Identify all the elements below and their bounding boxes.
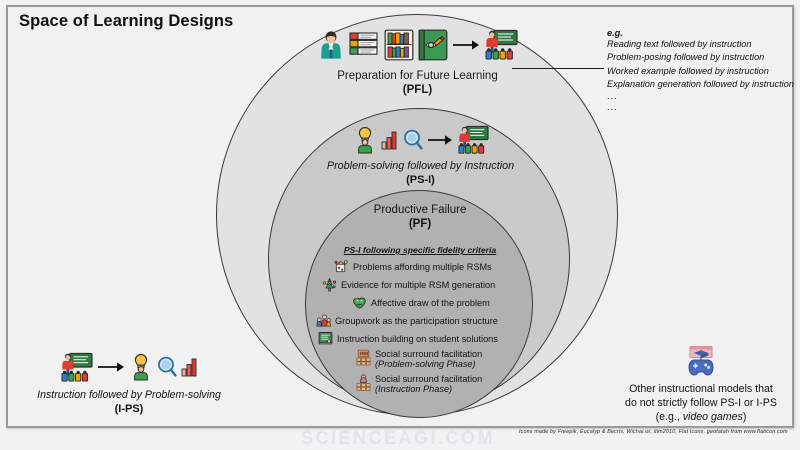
pf-abbr: (PF): [408, 217, 432, 230]
list-item: Evidence for multiple RSM generation: [316, 277, 531, 292]
example-line: Worked example followed by instruction: [607, 65, 769, 76]
student-icon: [318, 30, 344, 64]
list-item-label: Social surround facilitation (Instructio…: [375, 374, 482, 395]
example-line: Reading text followed by instruction: [607, 39, 752, 49]
other-line3-suffix: ): [742, 411, 747, 424]
list-item: Affective draw of the problem: [316, 295, 531, 310]
list-item-subtitle: (Instruction Phase): [375, 384, 453, 395]
list-item-title: Social surround facilitation: [375, 374, 483, 384]
attribution-text: Icons made by Freepik, Eucalyp & Becris,…: [519, 429, 788, 435]
books-stack-icon: [348, 30, 380, 64]
pfl-label: Preparation for Future Learning: [337, 70, 498, 82]
other-models-line3: (e.g., video games): [606, 410, 796, 424]
list-item: Social surround facilitation (Problem-so…: [316, 349, 531, 370]
psi-abbr: (PS-I): [406, 174, 435, 187]
other-models-line1: Other instructional models that: [629, 383, 773, 395]
arrow-right-icon: [97, 360, 125, 378]
list-item: Social surround facilitation (Instructio…: [316, 374, 531, 395]
other-models-text: Other instructional models that do not s…: [606, 382, 796, 424]
list-item-label: Instruction building on student solution…: [337, 333, 498, 344]
magnifier-icon: [157, 356, 177, 382]
criteria-heading: PS-I following specific fidelity criteri…: [343, 245, 497, 255]
bookshelf-icon: [384, 29, 414, 65]
ips-label: Instruction followed by Problem-solving …: [24, 389, 234, 417]
list-item-label: Evidence for multiple RSM generation: [341, 279, 496, 290]
other-line3-italic: video games: [682, 411, 743, 424]
leader-line: [512, 68, 604, 69]
example-line: Explanation generation followed by instr…: [607, 79, 794, 90]
other-models-group: Other instructional models that do not s…: [606, 346, 796, 424]
bar-chart-icon: [181, 357, 199, 381]
pfl-group: Preparation for Future Learning (PFL): [290, 28, 545, 96]
list-item-label: Affective draw of the problem: [371, 297, 490, 308]
reading-book-icon: [418, 29, 448, 65]
watermark: SCIENCEAGI.COM: [300, 428, 495, 448]
magnifier-icon: [403, 129, 423, 155]
chalkboard-icon: [318, 331, 333, 346]
other-models-line2: do not strictly follow PS-I or I-PS: [625, 397, 777, 410]
idea-tree-icon: [322, 277, 337, 292]
criteria-list: Problems affording multiple RSMs Evidenc…: [316, 259, 531, 399]
pf-label: Productive Failure: [373, 204, 467, 216]
example-line: Problem-posing followed by instruction: [607, 52, 765, 63]
other-line3-prefix: (e.g.,: [655, 411, 683, 424]
list-item-title: Social surround facilitation: [375, 349, 483, 359]
page-title: Space of Learning Designs: [19, 12, 234, 30]
teacher-classroom-icon: [60, 352, 93, 387]
teacher-classroom-icon: [457, 125, 489, 159]
ips-abbr: (I-PS): [114, 403, 144, 416]
list-item: Groupwork as the participation structure: [316, 313, 531, 328]
examples-callout: e.g. Reading text followed by instructio…: [607, 28, 797, 113]
arrow-right-icon: [452, 38, 480, 56]
ips-label-text: Instruction followed by Problem-solving: [37, 389, 221, 401]
pf-group: Productive Failure (PF): [330, 203, 510, 230]
psi-group: Problem-solving followed by Instruction …: [318, 125, 523, 188]
list-item-subtitle: (Problem-solving Phase): [375, 359, 476, 370]
video-game-graduation-icon: [686, 345, 716, 381]
example-ellipsis: ...: [607, 91, 618, 102]
idea-person-icon: [129, 353, 153, 385]
list-item: Instruction building on student solution…: [316, 331, 531, 346]
psi-label: Problem-solving followed by Instruction …: [318, 160, 523, 188]
dice-problem-icon: [334, 259, 349, 274]
ips-group: Instruction followed by Problem-solving …: [24, 352, 234, 417]
teacher-seats-icon: [356, 374, 371, 391]
heart-brain-icon: [352, 295, 367, 310]
arrow-right-icon: [427, 133, 453, 151]
list-item-label: Social surround facilitation (Problem-so…: [375, 349, 482, 370]
list-item-label: Groupwork as the participation structure: [335, 315, 498, 326]
teacher-classroom-icon: [484, 29, 518, 65]
pfl-icon-row: [290, 28, 545, 66]
example-ellipsis: ...: [607, 102, 618, 113]
psi-label-text: Problem-solving followed by Instruction: [326, 160, 515, 172]
bar-chart-icon: [381, 130, 399, 154]
classroom-seats-icon: [356, 349, 371, 366]
ips-icon-row: [24, 352, 234, 386]
other-icon-wrap: [606, 346, 796, 380]
idea-person-icon: [353, 125, 377, 158]
list-item-label: Problems affording multiple RSMs: [353, 261, 492, 272]
examples-heading: e.g.: [607, 28, 623, 38]
psi-icon-row: [318, 125, 523, 159]
pfl-abbr: (PFL): [402, 84, 433, 97]
list-item: Problems affording multiple RSMs: [316, 259, 531, 274]
circle-pf: [305, 190, 533, 418]
group-people-icon: [316, 313, 331, 328]
